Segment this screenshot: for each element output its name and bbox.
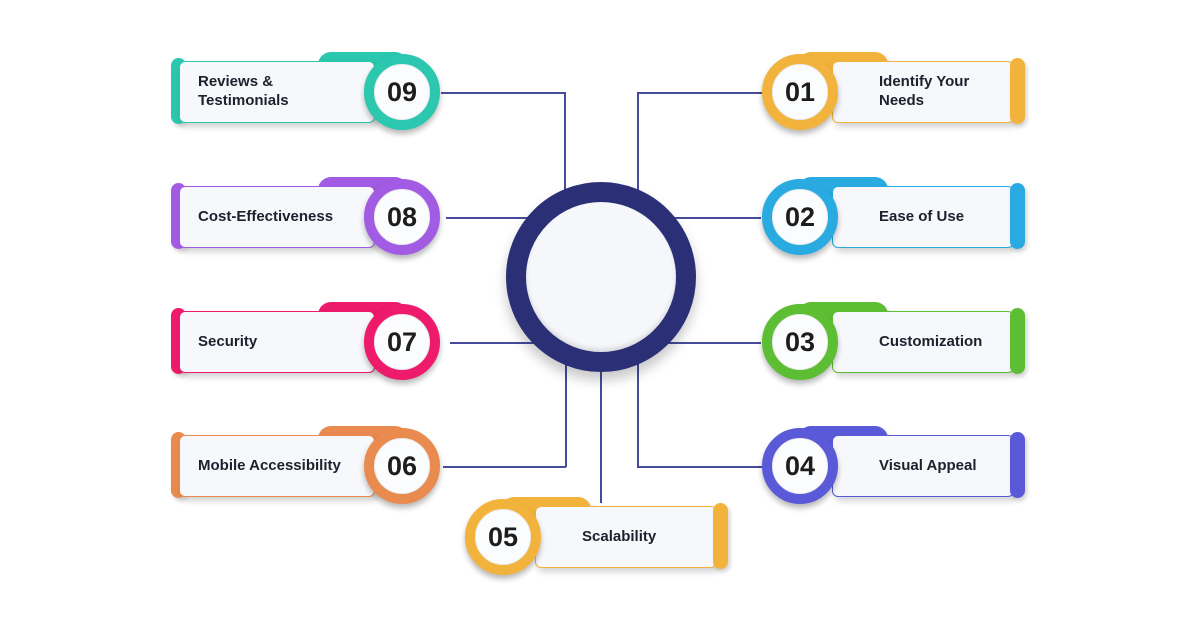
connector-line-04-v	[637, 336, 639, 467]
connector-line-09-v	[564, 92, 566, 226]
card-body: Visual Appeal	[832, 435, 1014, 497]
connector-line-06-h	[443, 466, 566, 468]
number-text: 06	[386, 450, 418, 481]
item-card-mobile-accessibility: Mobile Accessibility 06	[171, 414, 441, 518]
number-text: 08	[386, 201, 418, 232]
card-accent-bar	[1010, 58, 1025, 124]
number-badge: 06	[364, 428, 440, 504]
card-body: Identify Your Needs	[832, 61, 1014, 123]
card-accent-bar	[1010, 308, 1025, 374]
card-label: Identify Your Needs	[879, 73, 970, 109]
card-label: Reviews & Testimonials	[198, 73, 289, 109]
number-text: 07	[386, 326, 418, 357]
number-badge: 03	[762, 304, 838, 380]
number-text: 01	[784, 76, 816, 107]
number-badge: 05	[465, 499, 541, 575]
connector-line-05	[600, 360, 602, 503]
card-body: Scalability	[535, 506, 717, 568]
number-badge: 02	[762, 179, 838, 255]
card-label: Scalability	[582, 527, 657, 545]
item-card-scalability: Scalability 05	[465, 485, 735, 589]
card-label: Ease of Use	[879, 207, 965, 225]
number-badge: 01	[762, 54, 838, 130]
connector-line-06-v	[565, 336, 567, 467]
connector-line-07	[450, 342, 561, 344]
card-accent-bar	[1010, 183, 1025, 249]
number-text: 02	[784, 201, 816, 232]
card-label: Cost-Effectiveness	[198, 207, 334, 225]
card-body: Reviews & Testimonials	[179, 61, 375, 123]
card-body: Mobile Accessibility	[179, 435, 375, 497]
central-hub-circle	[506, 182, 696, 372]
item-card-identify-your-needs: Identify Your Needs 01	[762, 40, 1032, 144]
card-body: Security	[179, 311, 375, 373]
item-card-cost-effectiveness: Cost-Effectiveness 08	[171, 165, 441, 269]
card-body: Customization	[832, 311, 1014, 373]
number-text: 03	[784, 326, 816, 357]
item-card-security: Security 07	[171, 290, 441, 394]
number-text: 05	[487, 521, 519, 552]
number-badge: 04	[762, 428, 838, 504]
connector-line-04-h	[637, 466, 763, 468]
card-label: Customization	[879, 332, 983, 350]
number-badge: 09	[364, 54, 440, 130]
card-label: Visual Appeal	[879, 456, 977, 474]
card-label: Security	[198, 332, 258, 350]
item-card-visual-appeal: Visual Appeal 04	[762, 414, 1032, 518]
item-card-customization: Customization 03	[762, 290, 1032, 394]
connector-line-08	[446, 217, 561, 219]
card-label: Mobile Accessibility	[198, 456, 341, 474]
item-card-reviews-testimonials: Reviews & Testimonials 09	[171, 40, 441, 144]
connector-line-02	[660, 217, 761, 219]
number-text: 04	[784, 450, 816, 481]
connector-line-03	[660, 342, 761, 344]
number-badge: 08	[364, 179, 440, 255]
connector-line-01-h	[637, 92, 763, 94]
number-text: 09	[386, 76, 418, 107]
card-body: Cost-Effectiveness	[179, 186, 375, 248]
card-body: Ease of Use	[832, 186, 1014, 248]
number-badge: 07	[364, 304, 440, 380]
card-accent-bar	[1010, 432, 1025, 498]
connector-line-09-h	[441, 92, 565, 94]
item-card-ease-of-use: Ease of Use 02	[762, 165, 1032, 269]
connector-line-01-v	[637, 92, 639, 226]
card-accent-bar	[713, 503, 728, 569]
